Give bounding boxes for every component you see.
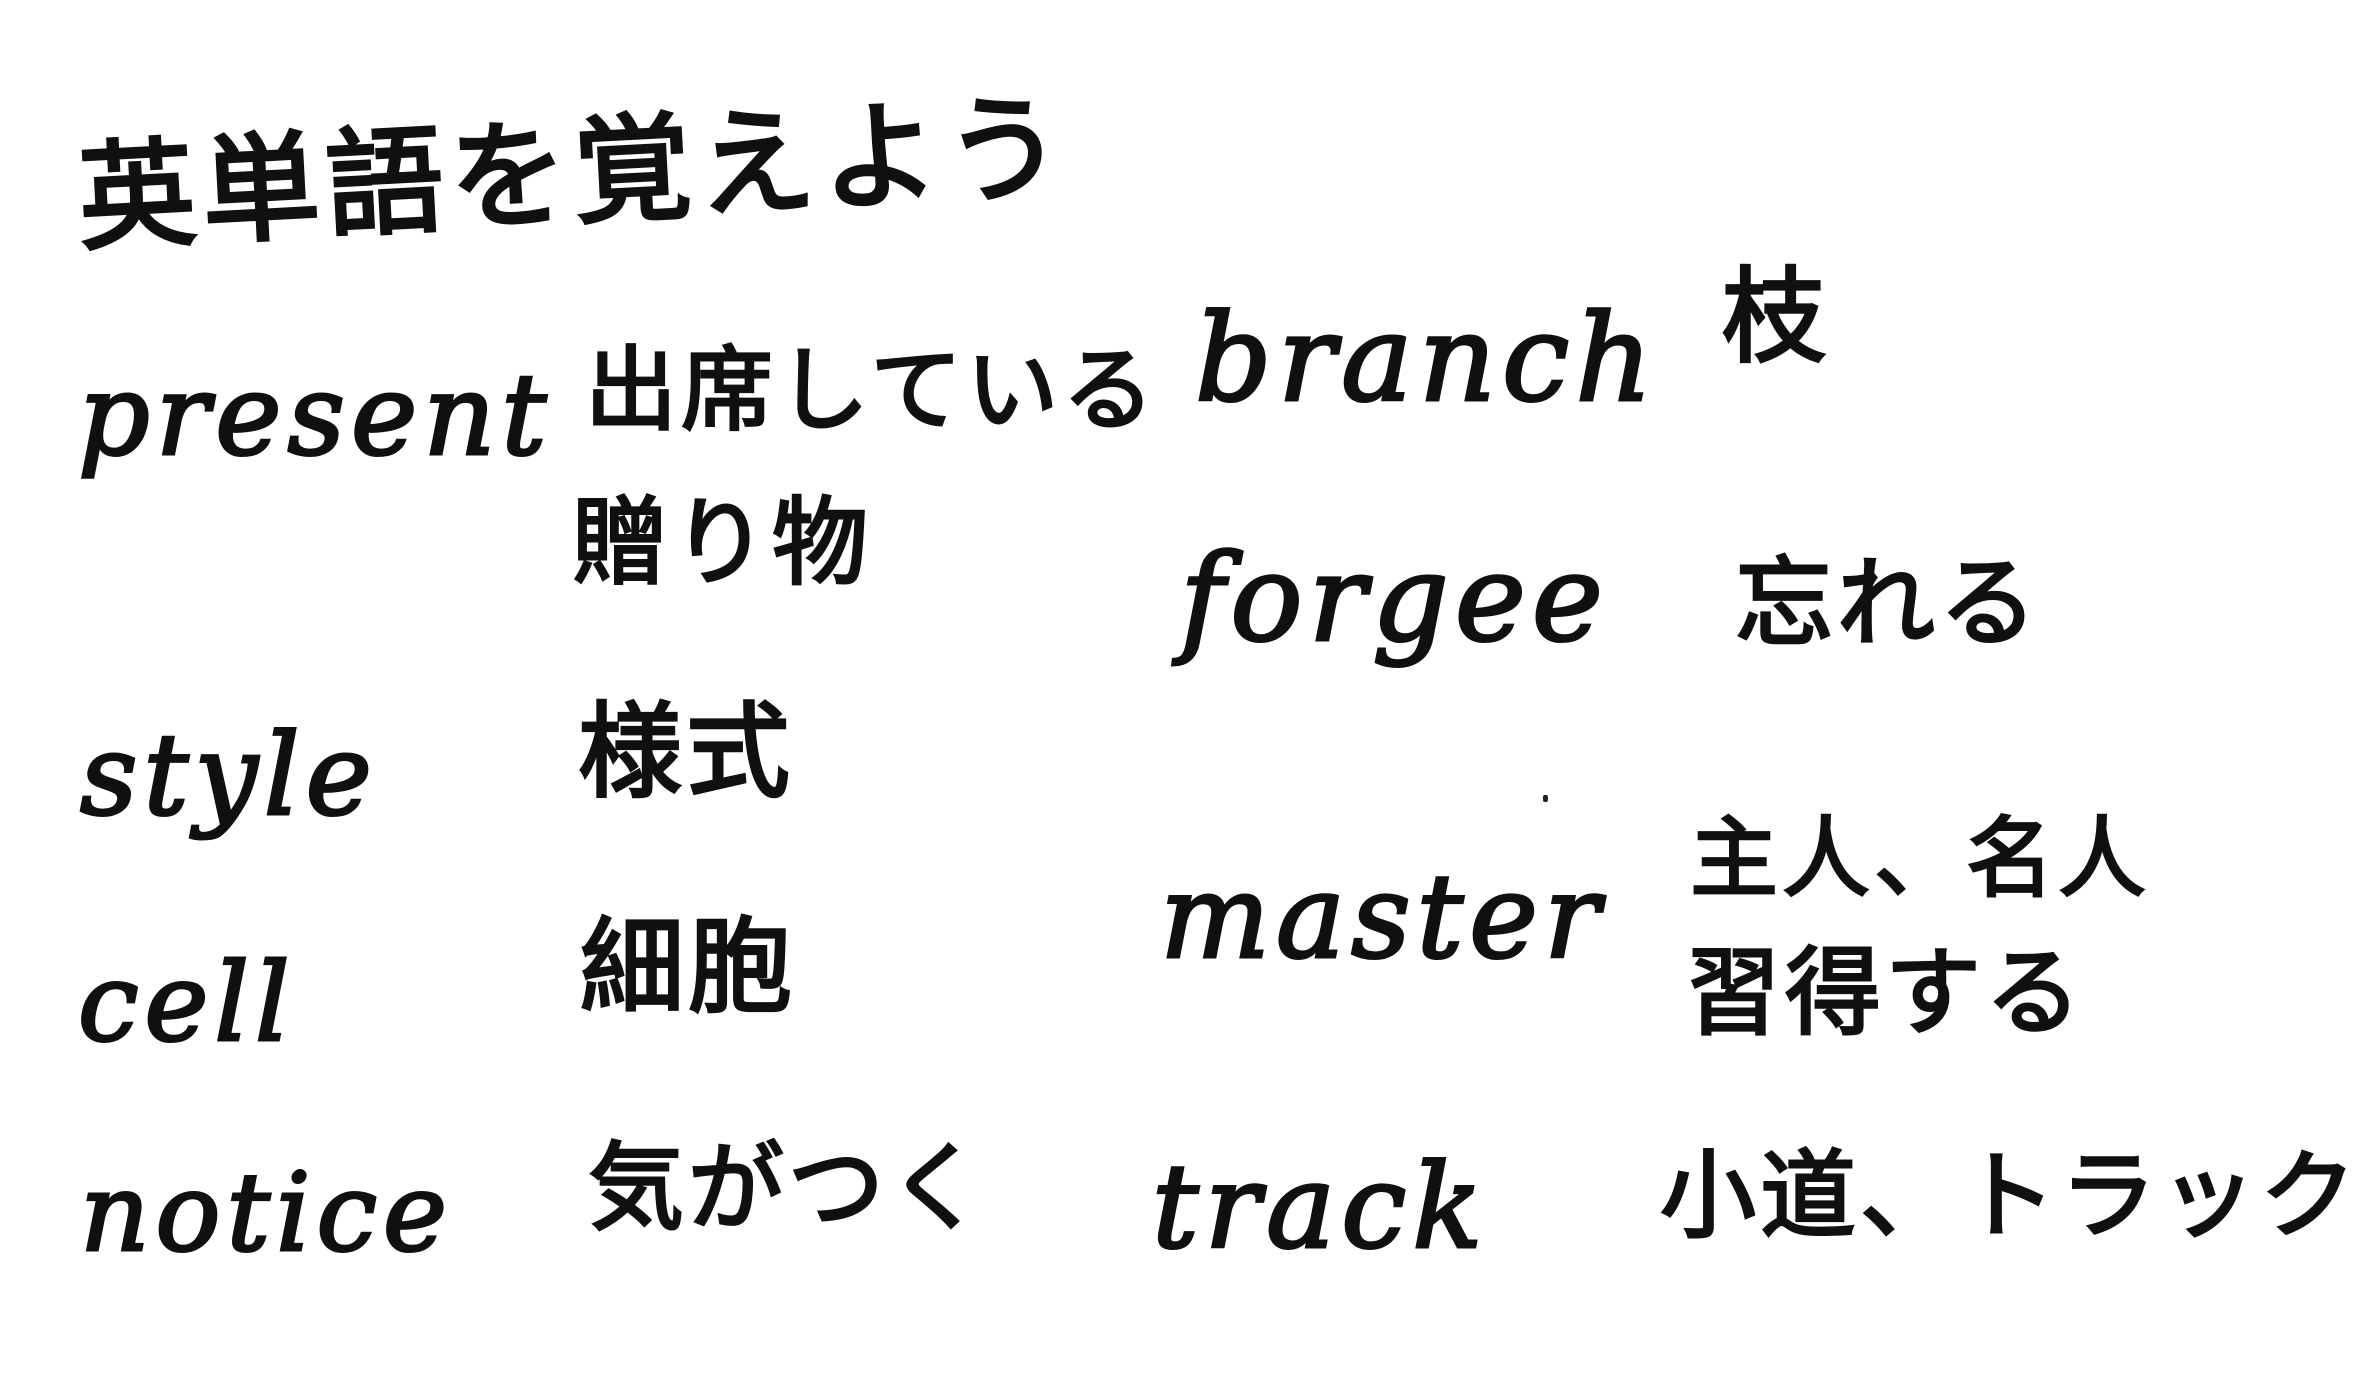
- meaning-notice: 気がつく: [588, 1132, 988, 1244]
- word-cell: cell: [76, 941, 296, 1066]
- word-forgee: forgee: [1179, 530, 1609, 669]
- meaning-present-1: 出席している: [585, 337, 1159, 444]
- word-style: style: [79, 711, 378, 841]
- meaning-cell: 細胞: [580, 906, 797, 1028]
- meaning-master-1: 主人、名人: [1690, 807, 2151, 910]
- word-notice: notice: [79, 1151, 453, 1276]
- meaning-master-2: 習得する: [1685, 937, 2085, 1049]
- word-present: present: [76, 351, 553, 481]
- meaning-style: 様式: [578, 691, 795, 813]
- page-title: 英単語を覚えよう: [74, 78, 1073, 268]
- meaning-present-2: 贈り物: [572, 487, 872, 599]
- word-branch: branch: [1194, 290, 1659, 429]
- word-master: master: [1158, 850, 1606, 985]
- ink-speck: [1543, 795, 1548, 802]
- meaning-branch: 枝: [1722, 256, 1831, 378]
- word-track: track: [1150, 1140, 1489, 1275]
- meaning-track: 小道、トラック: [1660, 1140, 2360, 1252]
- meaning-forget: 忘れる: [1735, 547, 2042, 661]
